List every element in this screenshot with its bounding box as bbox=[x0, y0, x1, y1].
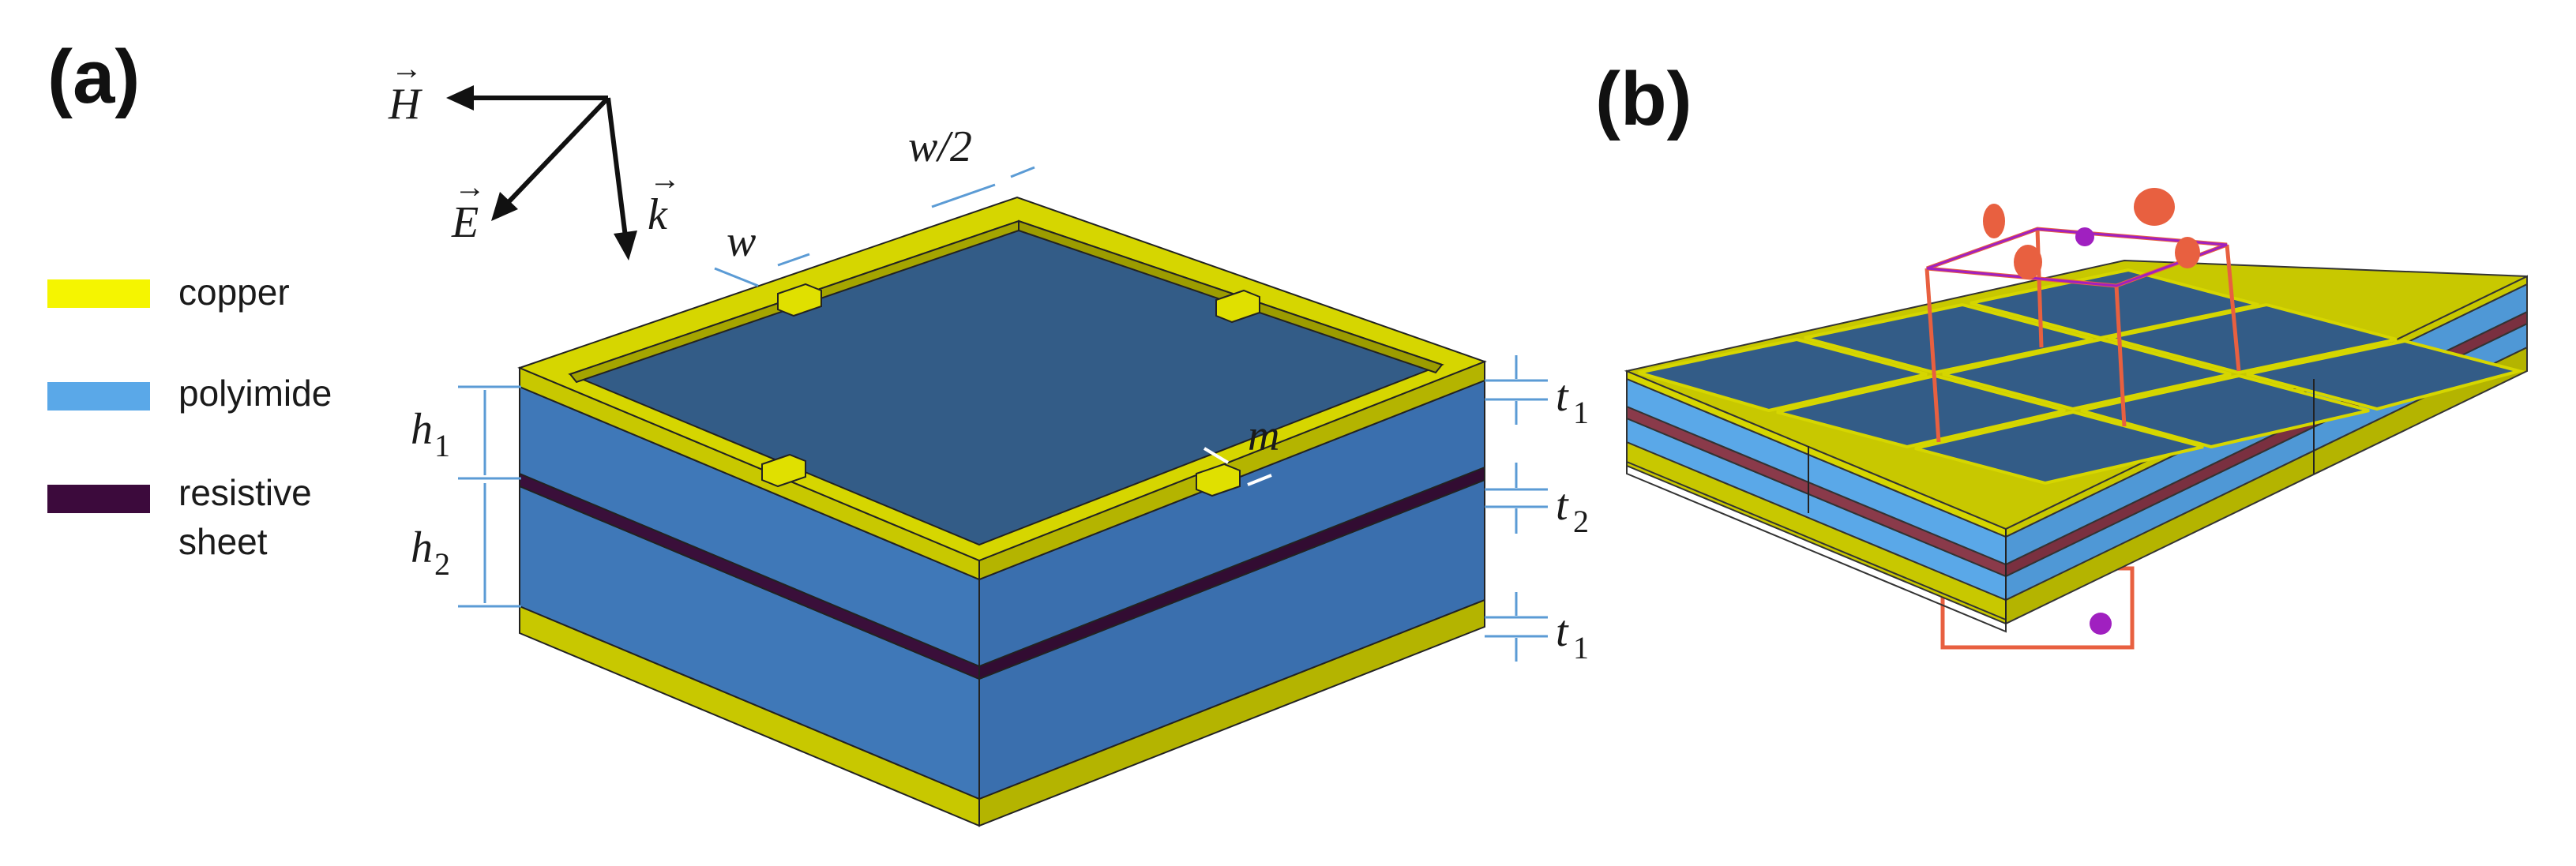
t1-bottom-label: t bbox=[1556, 607, 1569, 656]
unit-cell bbox=[517, 196, 1487, 827]
tile-5 bbox=[1942, 337, 2232, 411]
legend-swatch-resistive-sheet bbox=[47, 485, 150, 513]
port-face-outline bbox=[1926, 227, 2228, 287]
k-vector-accent: → bbox=[649, 161, 681, 197]
tile-2 bbox=[1804, 302, 2093, 375]
array-edge-line bbox=[1626, 460, 2007, 633]
t2-subscript: 2 bbox=[1573, 504, 1589, 539]
h2-label: h bbox=[411, 523, 433, 572]
h1-label: h bbox=[411, 405, 433, 454]
unit-cell-tiles bbox=[1638, 268, 2525, 485]
w-half-label: w/2 bbox=[908, 122, 972, 171]
t1-top-subscript: 1 bbox=[1573, 395, 1589, 430]
legend-swatch-copper bbox=[47, 279, 150, 308]
probe-icon-1 bbox=[1983, 204, 2005, 238]
h-arrowhead bbox=[446, 85, 474, 111]
legend-label-resistive: resistive bbox=[178, 472, 312, 513]
h-vector-label: H bbox=[388, 80, 422, 129]
tile-1 bbox=[1638, 337, 1928, 413]
t1-top-label: t bbox=[1556, 372, 1569, 421]
e-vector-arrow bbox=[505, 96, 610, 206]
k-vector-label: k bbox=[648, 190, 668, 239]
gap-stub-front-right bbox=[1196, 463, 1241, 497]
w-dimension-line-b bbox=[777, 253, 810, 267]
tile-9 bbox=[2246, 339, 2525, 411]
h-vector-accent: → bbox=[391, 51, 422, 86]
e-vector-accent: → bbox=[454, 169, 486, 204]
legend-swatch-polyimide bbox=[47, 382, 150, 411]
gap-stub-right bbox=[1215, 289, 1260, 324]
boundary-edge-1 bbox=[1924, 268, 1941, 443]
panel-label-b: (b) bbox=[1595, 57, 1692, 141]
legend-label-sheet: sheet bbox=[178, 521, 268, 562]
legend: copper polyimide resistive sheet bbox=[47, 272, 332, 562]
probe-icon-2 bbox=[2134, 188, 2175, 226]
k-vector-arrow bbox=[606, 97, 628, 238]
e-arrowhead bbox=[491, 192, 518, 221]
legend-label-copper: copper bbox=[178, 272, 290, 313]
field-vectors bbox=[446, 85, 637, 261]
e-vector-label: E bbox=[451, 198, 479, 247]
t2-label: t bbox=[1556, 481, 1569, 530]
gap-stub-left bbox=[777, 283, 822, 317]
tile-6 bbox=[2108, 302, 2398, 375]
boundary-edge-3 bbox=[2225, 244, 2241, 372]
gap-stub-front bbox=[761, 453, 806, 488]
boundary-edge-4 bbox=[2035, 228, 2044, 348]
w-dimension-line-a bbox=[714, 267, 759, 287]
h2-subscript: 2 bbox=[434, 546, 450, 582]
tile-7 bbox=[1914, 410, 2204, 485]
probe-icon-3 bbox=[2014, 245, 2042, 279]
panel-label-a: (a) bbox=[47, 35, 140, 119]
port-icon-bottom bbox=[2090, 613, 2112, 635]
m-arrow-a bbox=[1203, 447, 1230, 464]
array-simulation-view bbox=[1624, 188, 2528, 650]
t1-bottom-subscript: 1 bbox=[1573, 630, 1589, 665]
dimension-markers bbox=[458, 166, 1548, 662]
m-arrow-b bbox=[1247, 474, 1272, 486]
legend-label-polyimide: polyimide bbox=[178, 373, 332, 414]
h1-subscript: 1 bbox=[434, 428, 450, 463]
w-label: w bbox=[727, 217, 756, 266]
m-label: m bbox=[1248, 411, 1279, 460]
w-half-dimension-line-b bbox=[1010, 166, 1035, 178]
tile-4 bbox=[1776, 373, 2066, 449]
k-arrowhead bbox=[614, 231, 637, 261]
w-half-dimension-line-a bbox=[931, 183, 996, 208]
probe-icon-4 bbox=[2175, 237, 2200, 268]
boundary-edge-2 bbox=[2114, 285, 2127, 427]
tile-8 bbox=[2080, 373, 2370, 449]
port-icon-top bbox=[2075, 227, 2094, 246]
